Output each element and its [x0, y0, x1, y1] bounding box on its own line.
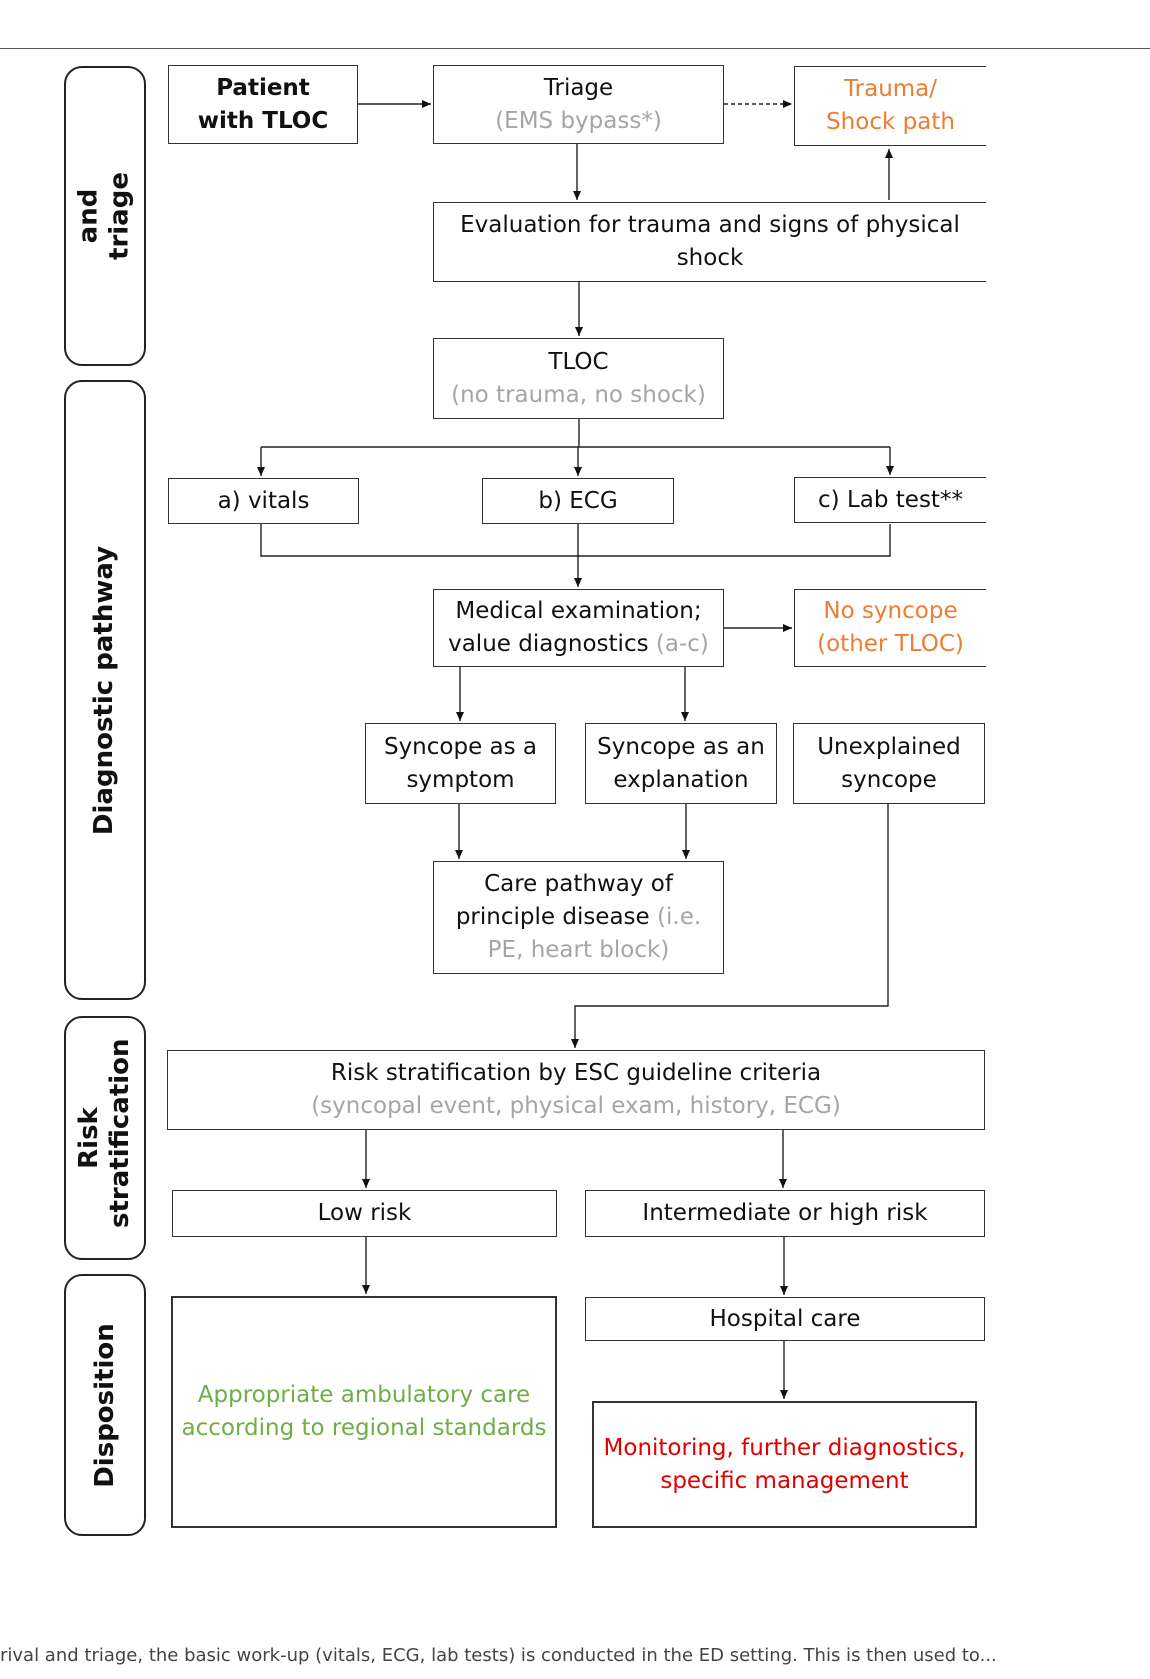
vitals-box: a) vitals — [168, 478, 359, 524]
unexplained-syncope-box: Unexplained syncope — [793, 723, 985, 804]
syncope-explanation-box: Syncope as an explanation — [585, 723, 777, 804]
monitoring-label: Monitoring, further diagnostics, specifi… — [603, 1434, 966, 1494]
tloc-box: TLOC (no trauma, no shock) — [433, 338, 724, 419]
lane-diagnostic-pathway: Diagnostic pathway — [64, 380, 146, 1000]
arrow-unexplained-to-risk — [571, 804, 889, 1048]
triage-ems-bypass-label: (EMS bypass*) — [495, 107, 662, 134]
care-pathway-text: Care pathway of principle disease (i.e. … — [454, 868, 704, 967]
syncope-symptom-box: Syncope as a symptom — [365, 723, 556, 804]
ecg-box: b) ECG — [482, 478, 674, 524]
hospital-care-box: Hospital care — [585, 1297, 985, 1341]
ecg-label: b) ECG — [538, 487, 618, 514]
top-divider — [0, 48, 1150, 49]
medical-examination-box: Medical examination; value diagnostics (… — [433, 589, 724, 667]
lab-test-box: c) Lab test** — [794, 477, 986, 523]
lane-arrival-triage: Arrival and triage process — [64, 66, 146, 366]
triage-box: Triage (EMS bypass*) — [433, 65, 724, 144]
high-risk-label: Intermediate or high risk — [642, 1200, 928, 1226]
ambulatory-care-box: Appropriate ambulatory care according to… — [171, 1296, 557, 1528]
triage-label: Triage — [543, 74, 614, 101]
medical-examination-abc-label: (a-c) — [655, 631, 709, 657]
syncope-symptom-label: Syncope as a symptom — [383, 733, 538, 793]
patient-with-tloc-box: Patient with TLOC — [168, 65, 358, 144]
high-risk-box: Intermediate or high risk — [585, 1190, 985, 1237]
hospital-care-label: Hospital care — [709, 1305, 861, 1332]
lane-risk-stratification: Risk stratification — [64, 1016, 146, 1260]
care-pathway-example-label: (i.e. PE, heart block) — [487, 904, 702, 963]
merge-line — [260, 524, 891, 557]
medical-examination-label: Medical examination; value diagnostics — [448, 598, 702, 657]
no-syncope-box: No syncope (other TLOC) — [794, 589, 986, 667]
evaluation-box: Evaluation for trauma and signs of physi… — [433, 202, 986, 282]
risk-stratification-box: Risk stratification by ESC guideline cri… — [167, 1050, 985, 1130]
low-risk-label: Low risk — [317, 1200, 412, 1226]
monitoring-box: Monitoring, further diagnostics, specifi… — [592, 1401, 977, 1528]
trauma-shock-path-box: Trauma/ Shock path — [794, 66, 986, 146]
care-pathway-box: Care pathway of principle disease (i.e. … — [433, 861, 724, 974]
risk-criteria-label: (syncopal event, physical exam, history,… — [311, 1093, 841, 1119]
ambulatory-care-label: Appropriate ambulatory care according to… — [181, 1382, 547, 1441]
flowchart: Arrival and triage process Diagnostic pa… — [64, 64, 1150, 1644]
trauma-shock-path-label: Trauma/ Shock path — [826, 76, 955, 135]
lab-test-label: c) Lab test** — [818, 486, 963, 513]
patient-with-tloc-label: Patient with TLOC — [197, 74, 329, 134]
syncope-explanation-label: Syncope as an explanation — [597, 733, 765, 793]
low-risk-box: Low risk — [172, 1190, 557, 1237]
vitals-label: a) vitals — [217, 487, 310, 514]
figure-caption: rival and triage, the basic work-up (vit… — [0, 1646, 997, 1666]
risk-stratification-label: Risk stratification by ESC guideline cri… — [330, 1060, 822, 1086]
connector-arrows — [257, 100, 894, 1399]
evaluation-label: Evaluation for trauma and signs of physi… — [460, 212, 960, 271]
tloc-no-trauma-label: (no trauma, no shock) — [451, 381, 706, 408]
tloc-label: TLOC — [548, 348, 609, 375]
lane-disposition: Disposition — [64, 1274, 146, 1536]
medical-examination-text: Medical examination; value diagnostics (… — [444, 595, 714, 661]
no-syncope-label: No syncope (other TLOC) — [817, 598, 964, 657]
care-pathway-label: Care pathway of principle disease — [455, 871, 673, 930]
unexplained-syncope-label: Unexplained syncope — [817, 733, 961, 793]
